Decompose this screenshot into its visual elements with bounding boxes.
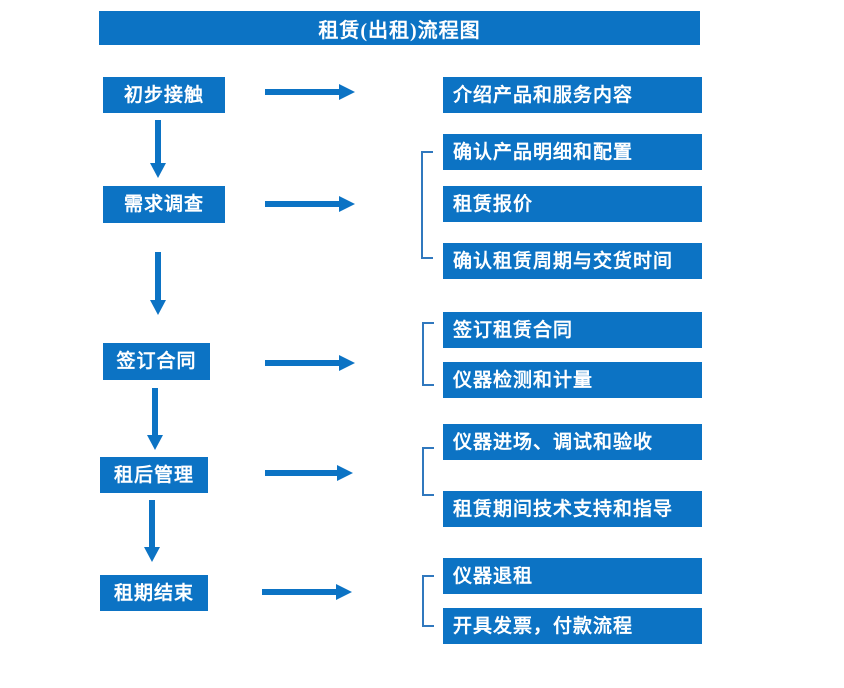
right-arrow-icon	[265, 84, 355, 100]
group-bracket-post-rental-management	[422, 447, 434, 496]
detail-box-confirm-rental-period-delivery: 确认租赁周期与交货时间	[443, 243, 702, 279]
arrow-shaft	[155, 252, 161, 301]
arrow-head	[339, 84, 355, 100]
arrow-shaft	[149, 500, 155, 548]
stage-box-demand-survey: 需求调查	[103, 186, 225, 223]
arrow-shaft	[155, 120, 161, 164]
group-bracket-sign-contract	[422, 322, 434, 386]
arrow-shaft	[265, 470, 338, 476]
detail-box-technical-support-during-rental: 租赁期间技术支持和指导	[443, 491, 702, 527]
arrow-shaft	[152, 388, 158, 436]
right-arrow-icon	[265, 465, 353, 481]
arrow-shaft	[265, 360, 340, 366]
detail-box-rental-quotation: 租赁报价	[443, 186, 702, 222]
arrow-shaft	[265, 89, 340, 95]
down-arrow-icon	[144, 500, 160, 562]
right-arrow-icon	[262, 584, 352, 600]
down-arrow-icon	[150, 252, 166, 315]
arrow-head	[147, 435, 163, 450]
detail-box-instrument-return: 仪器退租	[443, 558, 702, 594]
arrow-head	[150, 163, 166, 178]
arrow-shaft	[265, 201, 340, 207]
detail-box-instrument-inspection-calibration: 仪器检测和计量	[443, 362, 702, 398]
arrow-head	[339, 355, 355, 371]
stage-box-rental-end: 租期结束	[100, 575, 208, 611]
detail-box-introduce-products-services: 介绍产品和服务内容	[443, 77, 702, 113]
detail-box-instrument-delivery-debug-acceptance: 仪器进场、调试和验收	[443, 424, 702, 460]
arrow-head	[144, 547, 160, 562]
arrow-head	[337, 465, 353, 481]
arrow-head	[150, 300, 166, 315]
detail-box-invoice-payment-process: 开具发票，付款流程	[443, 608, 702, 644]
right-arrow-icon	[265, 196, 355, 212]
flowchart-title: 租赁(出租)流程图	[99, 11, 700, 45]
stage-box-initial-contact: 初步接触	[103, 77, 225, 113]
down-arrow-icon	[147, 388, 163, 450]
down-arrow-icon	[150, 120, 166, 178]
arrow-shaft	[262, 589, 337, 595]
arrow-head	[339, 196, 355, 212]
arrow-head	[336, 584, 352, 600]
group-bracket-demand-survey	[421, 151, 433, 259]
detail-box-sign-rental-contract: 签订租赁合同	[443, 312, 702, 348]
group-bracket-rental-end	[422, 575, 434, 627]
stage-box-sign-contract: 签订合同	[103, 343, 210, 380]
stage-box-post-rental-management: 租后管理	[100, 457, 208, 493]
right-arrow-icon	[265, 355, 355, 371]
detail-box-confirm-product-details-config: 确认产品明细和配置	[443, 134, 702, 170]
